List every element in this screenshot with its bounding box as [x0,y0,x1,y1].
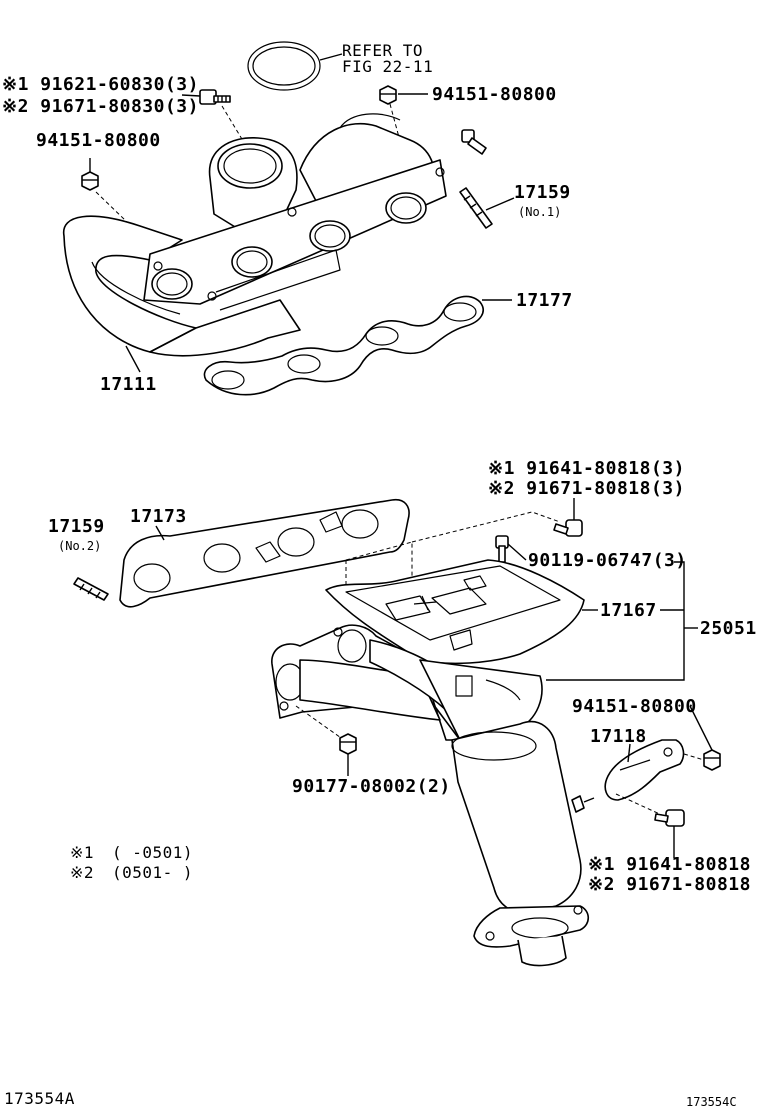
label-17111: 17111 [100,374,157,395]
label-91621: ※1 91621-60830(3) [2,74,199,95]
dash-90177 [295,705,345,741]
leader-17111 [125,345,141,373]
note1-mark: ※1 [70,843,94,862]
bracket-17118 [604,739,685,801]
manifold-converter-25051 [271,624,595,967]
refer-line2: FIG 22-11 [342,57,433,76]
nut-94151-left [81,171,99,191]
bolt-90119 [495,535,509,563]
bolt-right-upper [461,129,487,155]
label-94151a: 94151-80800 [432,84,557,105]
label-94151c: 94151-80800 [572,696,697,717]
leader-90119 [507,543,527,561]
bolt-91641-top [553,519,583,537]
stud-17159-no2 [73,577,109,601]
leader-94151-right [689,705,713,751]
refer-line1: REFER TO [342,41,423,60]
label-17118: 17118 [590,726,647,747]
o-ring-gasket [247,41,321,91]
bolt-91621 [199,89,231,105]
label-25051: 25051 [700,618,757,639]
label-90119: 90119-06747(3) [528,550,687,571]
note2-mark: ※2 [70,863,94,882]
leader-17118 [627,743,631,763]
label-90177: 90177-08002(2) [292,776,451,797]
label-91641b: ※1 91641-80818 [588,854,751,875]
gasket-17173 [119,498,410,608]
nut-94151-right [703,749,721,771]
note1-text: ( -0501) [112,843,193,862]
o-ring-gasket-inner [252,46,316,86]
stud-17159-no1 [459,187,493,229]
dash-94151-right [683,753,705,761]
label-17177: 17177 [516,290,573,311]
exhaust-manifold-17111 [62,113,447,357]
footer-code-left: 173554A [4,1089,75,1108]
label-17159a: 17159 [514,182,571,203]
dash-17118 [615,793,665,817]
leader-17159-no1 [485,197,515,211]
note2-text: (0501- ) [112,863,193,882]
bolt-91641-bottom [654,809,685,827]
label-94151b: 94151-80800 [36,130,161,151]
label-17173: 17173 [130,506,187,527]
nut-94151-top [379,85,397,105]
leader-17173 [155,525,165,541]
label-17167: 17167 [600,600,657,621]
leader-refer [319,53,343,61]
label-91641a: ※1 91641-80818(3) [488,458,685,479]
leader-91621 [181,94,201,97]
label-17159b: 17159 [48,516,105,537]
label-91671a: ※2 91671-80830(3) [2,96,199,117]
label-91671c: ※2 91671-80818 [588,874,751,895]
bracket-25051 [546,561,685,681]
label-17159a-sub: (No.1) [518,205,561,219]
nut-90177 [339,733,357,755]
gasket-17177 [203,295,484,396]
label-17159b-sub: (No.2) [58,539,101,553]
footer-code-right: 173554C [686,1095,737,1109]
label-91671b: ※2 91671-80818(3) [488,478,685,499]
